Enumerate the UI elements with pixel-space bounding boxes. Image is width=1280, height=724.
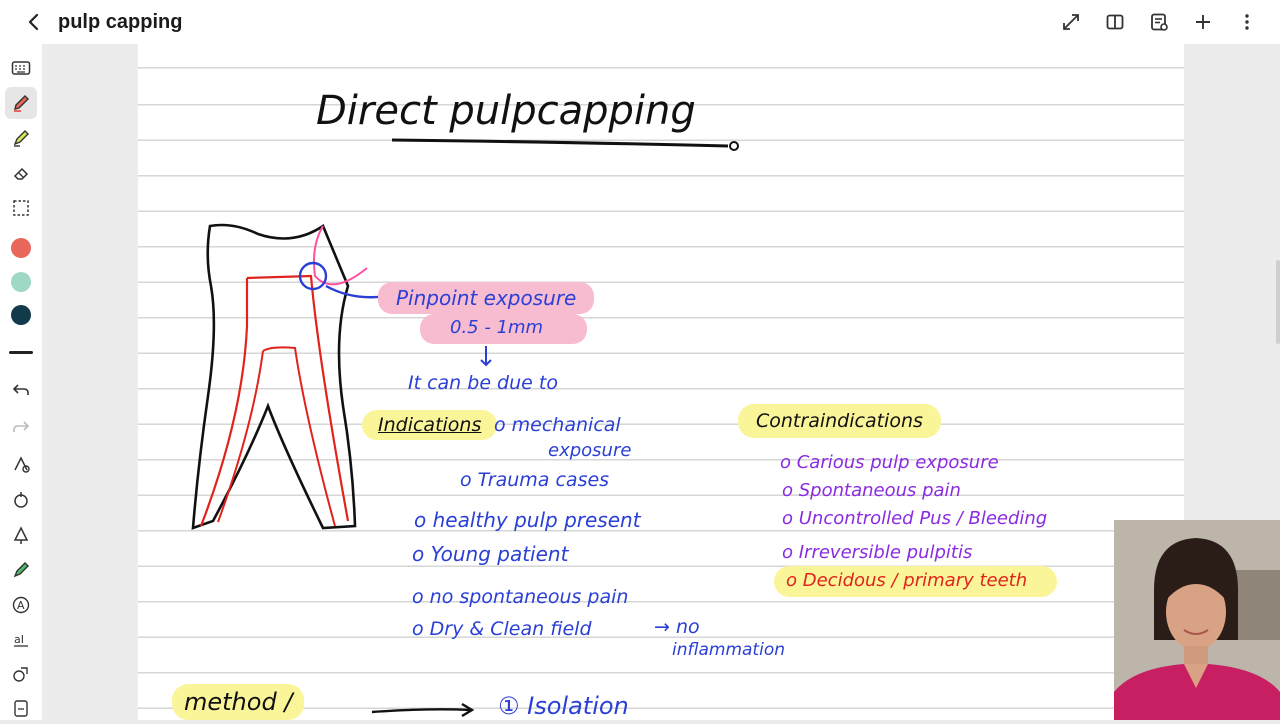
undo-icon — [12, 384, 29, 395]
indication-healthy-pulp: o healthy pulp present — [414, 508, 641, 532]
note-tool[interactable] — [5, 692, 37, 724]
pen-thickness-indicator — [9, 350, 33, 354]
method-step-isolation: ① Isolation — [498, 692, 629, 720]
indication-exposure: exposure — [548, 440, 632, 461]
exposure-size: 0.5 - 1mm — [420, 314, 588, 344]
contra-pus-bleeding: o Uncontrolled Pus / Bleeding — [782, 508, 1048, 529]
indication-no-pain: o no spontaneous pain — [412, 586, 629, 608]
pen-tool[interactable] — [5, 87, 37, 119]
shape-icon — [14, 456, 30, 473]
add-page-button[interactable] — [1184, 3, 1222, 41]
color-navy-swatch — [11, 305, 31, 325]
color-swatch-mint[interactable] — [5, 266, 37, 298]
svg-text:aI: aI — [14, 633, 24, 646]
shapes-icon — [13, 667, 28, 682]
ruler-icon — [14, 492, 28, 508]
highlighter-icon — [13, 562, 29, 578]
text-recognition-icon: A — [12, 596, 30, 614]
highlighter-icon — [13, 130, 29, 147]
eraser-tool[interactable] — [5, 157, 37, 189]
method-label: method / — [172, 684, 305, 720]
back-chevron-icon — [28, 13, 39, 31]
page-settings-button[interactable] — [1140, 3, 1178, 41]
more-button[interactable] — [1228, 3, 1266, 41]
presenter-video-frame — [1114, 520, 1280, 720]
text-recognition-tool[interactable]: A — [5, 589, 37, 621]
keyboard-tool[interactable] — [5, 52, 37, 84]
text-tool[interactable]: aI — [5, 624, 37, 656]
method-arrow — [371, 702, 475, 718]
lasso-icon — [13, 200, 29, 216]
top-actions — [1052, 0, 1266, 44]
contra-spontaneous-pain: o Spontaneous pain — [782, 480, 961, 501]
svg-text:A: A — [17, 599, 25, 612]
top-bar: pulp capping — [0, 0, 1280, 44]
lasso-tool[interactable] — [5, 192, 37, 224]
exposure-label: Pinpoint exposure — [378, 282, 595, 314]
undo-button[interactable] — [5, 374, 37, 406]
redo-icon — [13, 421, 30, 432]
cause-text: It can be due to — [408, 372, 558, 394]
canvas-area[interactable]: Direct pulpcapping Pinpoint exposure 0.5… — [42, 44, 1280, 720]
note-heading: Direct pulpcapping — [316, 88, 696, 134]
notebook-page[interactable]: Direct pulpcapping Pinpoint exposure 0.5… — [138, 44, 1184, 720]
pen-thickness-button[interactable] — [5, 336, 37, 368]
redo-button[interactable] — [5, 411, 37, 443]
tooth-diagram — [191, 223, 394, 530]
more-icon — [1245, 14, 1249, 30]
shapes-tool[interactable] — [5, 659, 37, 691]
indications-label: Indications — [362, 410, 498, 440]
indication-mechanical: o mechanical — [494, 414, 621, 436]
down-arrow — [480, 346, 492, 367]
color-swatch-navy[interactable] — [5, 299, 37, 331]
contra-irreversible: o Irreversible pulpitis — [782, 542, 973, 563]
contraindications-label: Contraindications — [738, 404, 941, 438]
add-icon — [1196, 15, 1210, 29]
presenter-webcam — [1114, 520, 1280, 720]
indication-young-patient: o Young patient — [412, 542, 569, 566]
expand-button[interactable] — [1052, 3, 1090, 41]
back-button[interactable] — [14, 0, 54, 44]
indication-inflammation: inflammation — [672, 640, 785, 660]
ruler-tool[interactable] — [5, 484, 37, 516]
pen-tool-icon — [13, 526, 29, 544]
pen-tool-2[interactable] — [5, 519, 37, 551]
indication-dry-field: o Dry & Clean field — [412, 618, 592, 640]
color-coral-swatch — [11, 238, 31, 258]
page-title: pulp capping — [58, 10, 183, 33]
text-icon: aI — [14, 633, 28, 647]
expand-icon — [1063, 14, 1079, 30]
page-scrollbar[interactable] — [1276, 260, 1280, 344]
shape-tool[interactable] — [5, 448, 37, 480]
indication-arrow-no: → no — [654, 616, 700, 638]
green-highlighter-tool[interactable] — [5, 554, 37, 586]
highlighter-tool[interactable] — [5, 122, 37, 154]
contra-carious: o Carious pulp exposure — [780, 452, 999, 473]
heading-underline — [391, 138, 739, 151]
indication-trauma: o Trauma cases — [460, 469, 610, 491]
left-toolbar: A aI — [0, 44, 42, 720]
note-icon — [14, 700, 28, 717]
split-view-icon — [1106, 14, 1124, 30]
split-view-button[interactable] — [1096, 3, 1134, 41]
page-settings-icon — [1151, 13, 1168, 31]
pen-icon — [14, 95, 29, 112]
contra-deciduous: o Decidous / primary teeth — [774, 566, 1058, 597]
keyboard-icon — [11, 61, 31, 75]
color-mint-swatch — [11, 272, 31, 292]
color-swatch-coral[interactable] — [5, 232, 37, 264]
eraser-icon — [13, 167, 29, 180]
